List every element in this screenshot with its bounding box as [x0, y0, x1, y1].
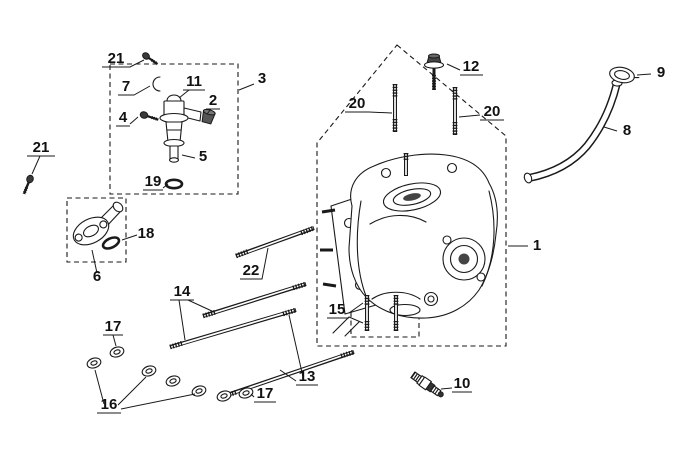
callout-16: 16 — [101, 396, 118, 413]
callout-2: 2 — [209, 92, 217, 109]
o-ring-19 — [164, 178, 184, 190]
inlet-joint-assembly — [22, 174, 124, 250]
callout-21-top: 21 — [108, 50, 125, 67]
callout-12: 12 — [463, 58, 480, 75]
callout-8: 8 — [623, 122, 631, 139]
joint-flange — [72, 216, 110, 246]
flange-bolt-12 — [423, 53, 445, 90]
breather-pipe-8 — [523, 79, 623, 184]
bolt-4 — [139, 111, 159, 122]
leader-17-lower — [250, 393, 276, 403]
pipe-cap-9 — [609, 66, 640, 84]
callout-21-left: 21 — [33, 139, 50, 156]
stud-14-b — [169, 307, 297, 350]
group-box-injector-assembly — [109, 63, 239, 195]
leader-19 — [143, 183, 169, 191]
callout-1: 1 — [533, 237, 541, 254]
callout-20-right: 20 — [484, 103, 501, 120]
callout-22: 22 — [243, 262, 260, 279]
callout-4: 4 — [119, 109, 128, 126]
callout-19: 19 — [145, 173, 162, 190]
callout-3: 3 — [258, 70, 266, 87]
washer-16-b — [141, 365, 157, 377]
leader-15 — [327, 302, 364, 324]
washer-16-a — [86, 357, 102, 369]
nut-17-lower — [238, 387, 254, 399]
callout-17-upper: 17 — [105, 318, 122, 335]
leader-17-upper — [103, 334, 123, 347]
leader-9 — [636, 73, 652, 76]
callout-9: 9 — [657, 64, 665, 81]
washer-16-e — [216, 390, 232, 402]
group-box-inlet-joint — [66, 197, 127, 263]
injector-body — [159, 94, 202, 163]
leader-20-right — [458, 114, 504, 121]
stud-22 — [235, 225, 315, 259]
washer-16-c — [165, 375, 181, 387]
leader-12 — [446, 63, 483, 76]
injector-assembly — [139, 52, 216, 190]
callout-20-left: 20 — [349, 95, 366, 112]
clip-7 — [152, 76, 161, 92]
leader-22 — [240, 247, 269, 280]
callout-7: 7 — [122, 78, 130, 95]
leader-11 — [178, 89, 205, 99]
screw-21-left — [22, 174, 34, 195]
leader-6 — [91, 249, 98, 274]
leader-4 — [116, 116, 139, 127]
leader-5 — [181, 154, 196, 159]
group-box-cylinder-head — [316, 44, 507, 347]
callout-6: 6 — [93, 268, 101, 285]
screw-21-top — [142, 52, 159, 66]
callout-17-lower: 17 — [257, 385, 274, 402]
leader-20-left — [345, 111, 393, 114]
leader-8 — [603, 126, 618, 132]
callout-5: 5 — [199, 148, 207, 165]
leader-14 — [170, 299, 215, 341]
callout-13: 13 — [299, 368, 316, 385]
callout-10: 10 — [454, 375, 471, 392]
leader-10 — [440, 387, 472, 393]
callout-11: 11 — [186, 73, 202, 90]
leader-13 — [279, 314, 318, 386]
spark-plug-10 — [410, 371, 444, 398]
callout-18: 18 — [138, 225, 155, 242]
cap-nut-2 — [201, 108, 216, 125]
stud-14-a — [202, 281, 307, 319]
cylinder-head — [320, 153, 498, 337]
leader-2 — [206, 108, 220, 115]
callout-14: 14 — [174, 283, 191, 300]
o-ring-18 — [101, 236, 121, 250]
leader-16 — [94, 369, 196, 414]
callout-labels: 21 7 11 2 3 4 5 19 21 18 6 12 20 20 9 8 … — [33, 50, 666, 413]
nut-17-upper — [109, 346, 125, 358]
leader-18 — [121, 234, 138, 241]
leader-21-top — [102, 59, 145, 68]
leader-3 — [238, 83, 255, 91]
leader-lines — [27, 59, 652, 414]
leader-21-left — [27, 155, 55, 175]
leader-7 — [118, 85, 151, 96]
washer-16-d — [191, 385, 207, 397]
callout-15: 15 — [329, 301, 346, 318]
